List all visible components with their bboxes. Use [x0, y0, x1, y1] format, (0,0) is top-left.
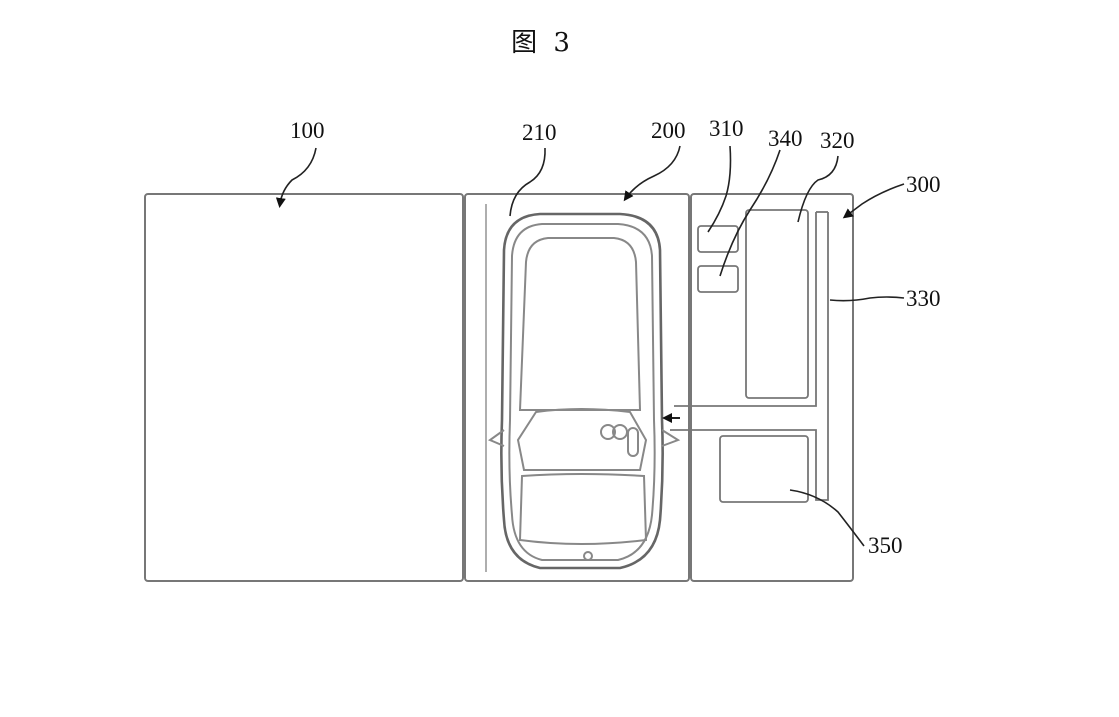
label-200: 200 [651, 118, 686, 143]
label-210: 210 [522, 120, 557, 145]
label-330: 330 [906, 286, 941, 311]
leader-340 [719, 149, 781, 277]
leader-200 [623, 145, 681, 202]
component-310 [697, 225, 739, 253]
leader-320 [797, 155, 839, 223]
component-320 [745, 209, 809, 399]
leader-300 [842, 183, 905, 219]
leader-330 [829, 296, 905, 302]
leader-210 [509, 147, 546, 217]
label-300: 300 [906, 172, 941, 197]
block-300 [690, 193, 854, 582]
component-350 [719, 435, 809, 503]
label-340: 340 [768, 126, 803, 151]
leader-310 [707, 145, 732, 233]
label-320: 320 [820, 128, 855, 153]
car-icon [487, 212, 681, 570]
component-340 [697, 265, 739, 293]
leader-100 [275, 147, 317, 208]
label-350: 350 [868, 533, 903, 558]
label-100: 100 [290, 118, 325, 143]
block-100 [144, 193, 464, 582]
block-200 [464, 193, 690, 582]
figure-title: 图 3 [511, 28, 574, 58]
label-310: 310 [709, 116, 744, 141]
pipe-330 [662, 211, 829, 501]
leader-350 [789, 489, 865, 547]
